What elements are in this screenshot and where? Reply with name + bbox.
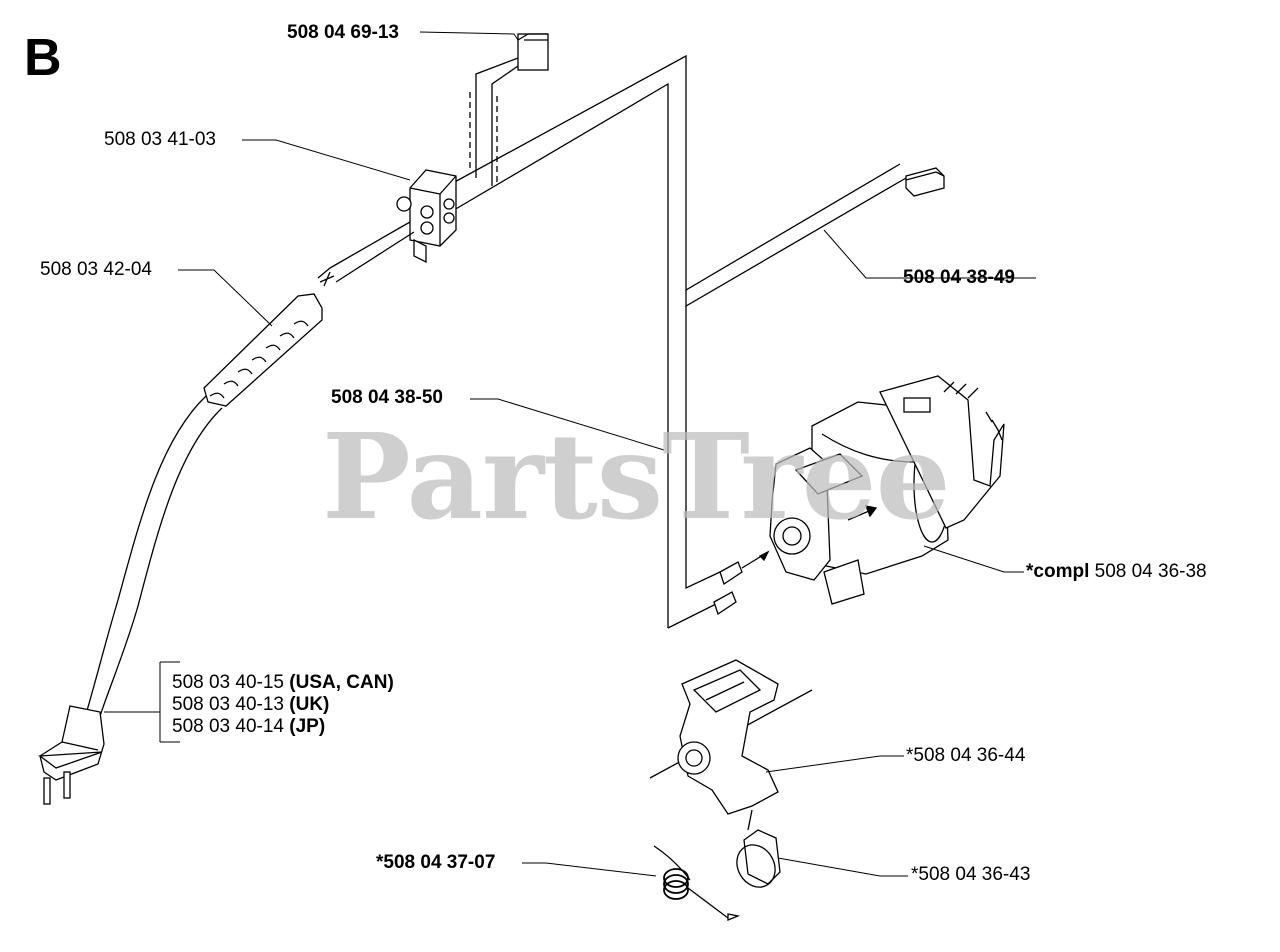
label-wire-harness-right[interactable]: 508 04 38-49	[903, 267, 1015, 288]
watermark: PartsTree	[322, 407, 951, 546]
label-connector-top[interactable]: 508 04 69-13	[287, 22, 399, 43]
leader-lines	[104, 31, 1036, 877]
plug-usa-number: 508 03 40-15	[172, 672, 284, 693]
motor-number: 508 04 36-38	[1094, 561, 1207, 582]
plug-jp-number: 508 03 40-14	[172, 716, 284, 737]
plug-uk-number: 508 03 40-13	[172, 694, 284, 715]
motor-drawing	[769, 375, 1005, 605]
label-cord-sleeve[interactable]: 508 03 42-04	[40, 259, 152, 280]
label-motor[interactable]: *compl 508 04 36-38	[1026, 561, 1207, 583]
connector-top-drawing	[469, 33, 549, 186]
brush-holder-drawing	[649, 659, 813, 815]
power-cord-drawing	[38, 221, 415, 805]
label-plug-jp[interactable]: 508 03 40-14 (JP)	[172, 716, 325, 738]
label-spring[interactable]: *508 04 37-07	[376, 852, 496, 873]
spring-drawing	[653, 845, 741, 921]
plug-uk-region: (UK)	[289, 694, 330, 715]
label-wire-harness-loop[interactable]: 508 04 38-50	[331, 387, 443, 408]
motor-prefix: *compl	[1026, 561, 1090, 582]
harness-loop-drawing	[439, 54, 945, 629]
section-letter: B	[24, 29, 62, 87]
plug-usa-region: (USA, CAN)	[289, 672, 394, 693]
label-plug-usa[interactable]: 508 03 40-15 (USA, CAN)	[172, 672, 394, 694]
label-plug-uk[interactable]: 508 03 40-13 (UK)	[172, 694, 329, 716]
terminal-block-drawing	[396, 169, 457, 264]
carbon-brush-drawing	[736, 809, 781, 888]
label-terminal-block[interactable]: 508 03 41-03	[104, 129, 216, 150]
plug-jp-region: (JP)	[289, 716, 326, 737]
label-carbon-brush[interactable]: *508 04 36-43	[911, 864, 1031, 885]
label-brush-holder[interactable]: *508 04 36-44	[906, 745, 1026, 766]
